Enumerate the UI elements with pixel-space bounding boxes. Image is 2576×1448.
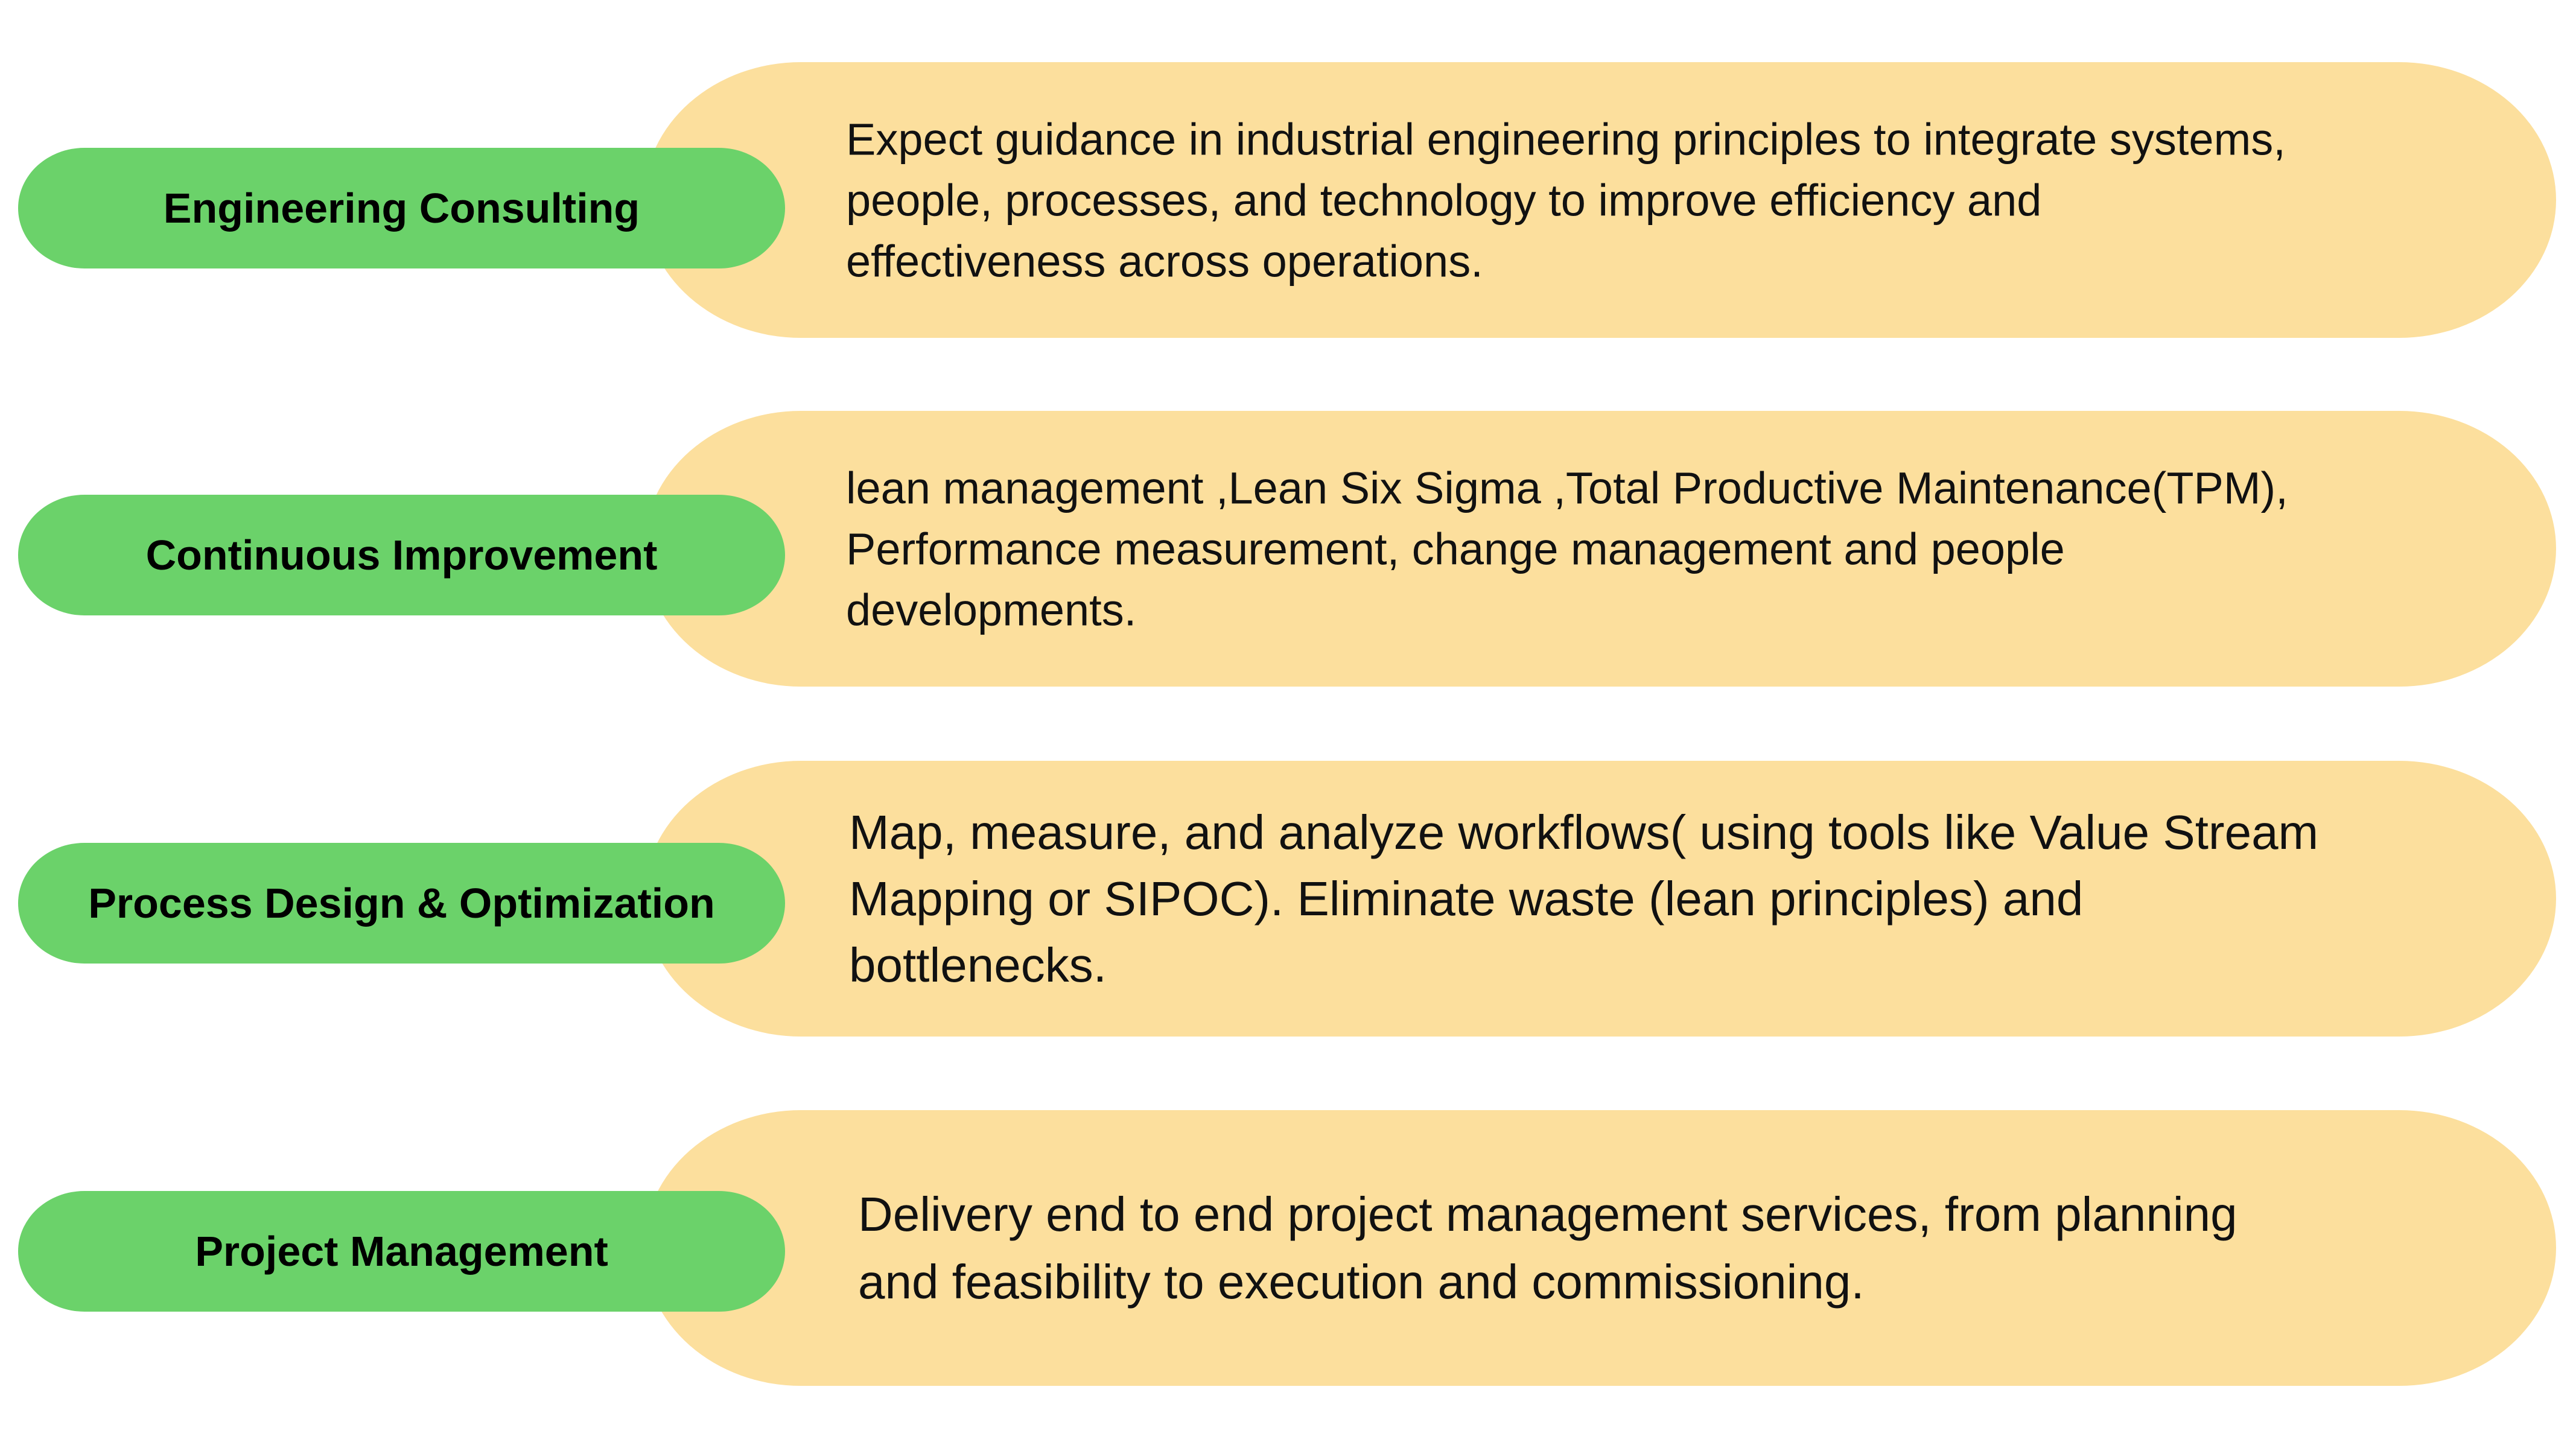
description-line: lean management ,Lean Six Sigma ,Total P… bbox=[846, 463, 2288, 513]
service-label-pill: Project Management bbox=[18, 1191, 785, 1312]
service-label: Engineering Consulting bbox=[163, 185, 640, 232]
service-row-engineering-consulting: Expect guidance in industrial engineerin… bbox=[0, 62, 2576, 340]
service-description: lean management ,Lean Six Sigma ,Total P… bbox=[846, 457, 2288, 640]
service-row-continuous-improvement: lean management ,Lean Six Sigma ,Total P… bbox=[0, 411, 2576, 688]
description-line: people, processes, and technology to imp… bbox=[846, 175, 2042, 225]
service-description: Expect guidance in industrial engineerin… bbox=[846, 109, 2286, 291]
service-label-pill: Process Design & Optimization bbox=[18, 843, 785, 964]
description-line: Mapping or SIPOC). Eliminate waste (lean… bbox=[849, 871, 2084, 926]
description-line: Map, measure, and analyze workflows( usi… bbox=[849, 805, 2319, 859]
description-line: Performance measurement, change manageme… bbox=[846, 524, 2065, 574]
description-line: and feasibility to execution and commiss… bbox=[858, 1254, 1865, 1309]
service-description-box: Map, measure, and analyze workflows( usi… bbox=[644, 761, 2556, 1037]
service-label-pill: Continuous Improvement bbox=[18, 495, 785, 615]
service-description: Map, measure, and analyze workflows( usi… bbox=[849, 799, 2318, 999]
service-description-box: lean management ,Lean Six Sigma ,Total P… bbox=[644, 411, 2556, 687]
service-label: Continuous Improvement bbox=[145, 532, 658, 579]
description-line: bottlenecks. bbox=[849, 938, 1107, 992]
description-line: developments. bbox=[846, 585, 1137, 635]
service-description: Delivery end to end project management s… bbox=[858, 1181, 2237, 1316]
service-row-process-design: Map, measure, and analyze workflows( usi… bbox=[0, 761, 2576, 1038]
description-line: Expect guidance in industrial engineerin… bbox=[846, 114, 2286, 164]
service-label-pill: Engineering Consulting bbox=[18, 148, 785, 268]
description-line: effectiveness across operations. bbox=[846, 236, 1483, 286]
service-description-box: Delivery end to end project management s… bbox=[644, 1110, 2556, 1386]
service-label: Process Design & Optimization bbox=[88, 880, 715, 927]
service-description-box: Expect guidance in industrial engineerin… bbox=[644, 62, 2556, 338]
service-label: Project Management bbox=[195, 1228, 608, 1275]
service-row-project-management: Delivery end to end project management s… bbox=[0, 1110, 2576, 1388]
description-line: Delivery end to end project management s… bbox=[858, 1187, 2237, 1241]
